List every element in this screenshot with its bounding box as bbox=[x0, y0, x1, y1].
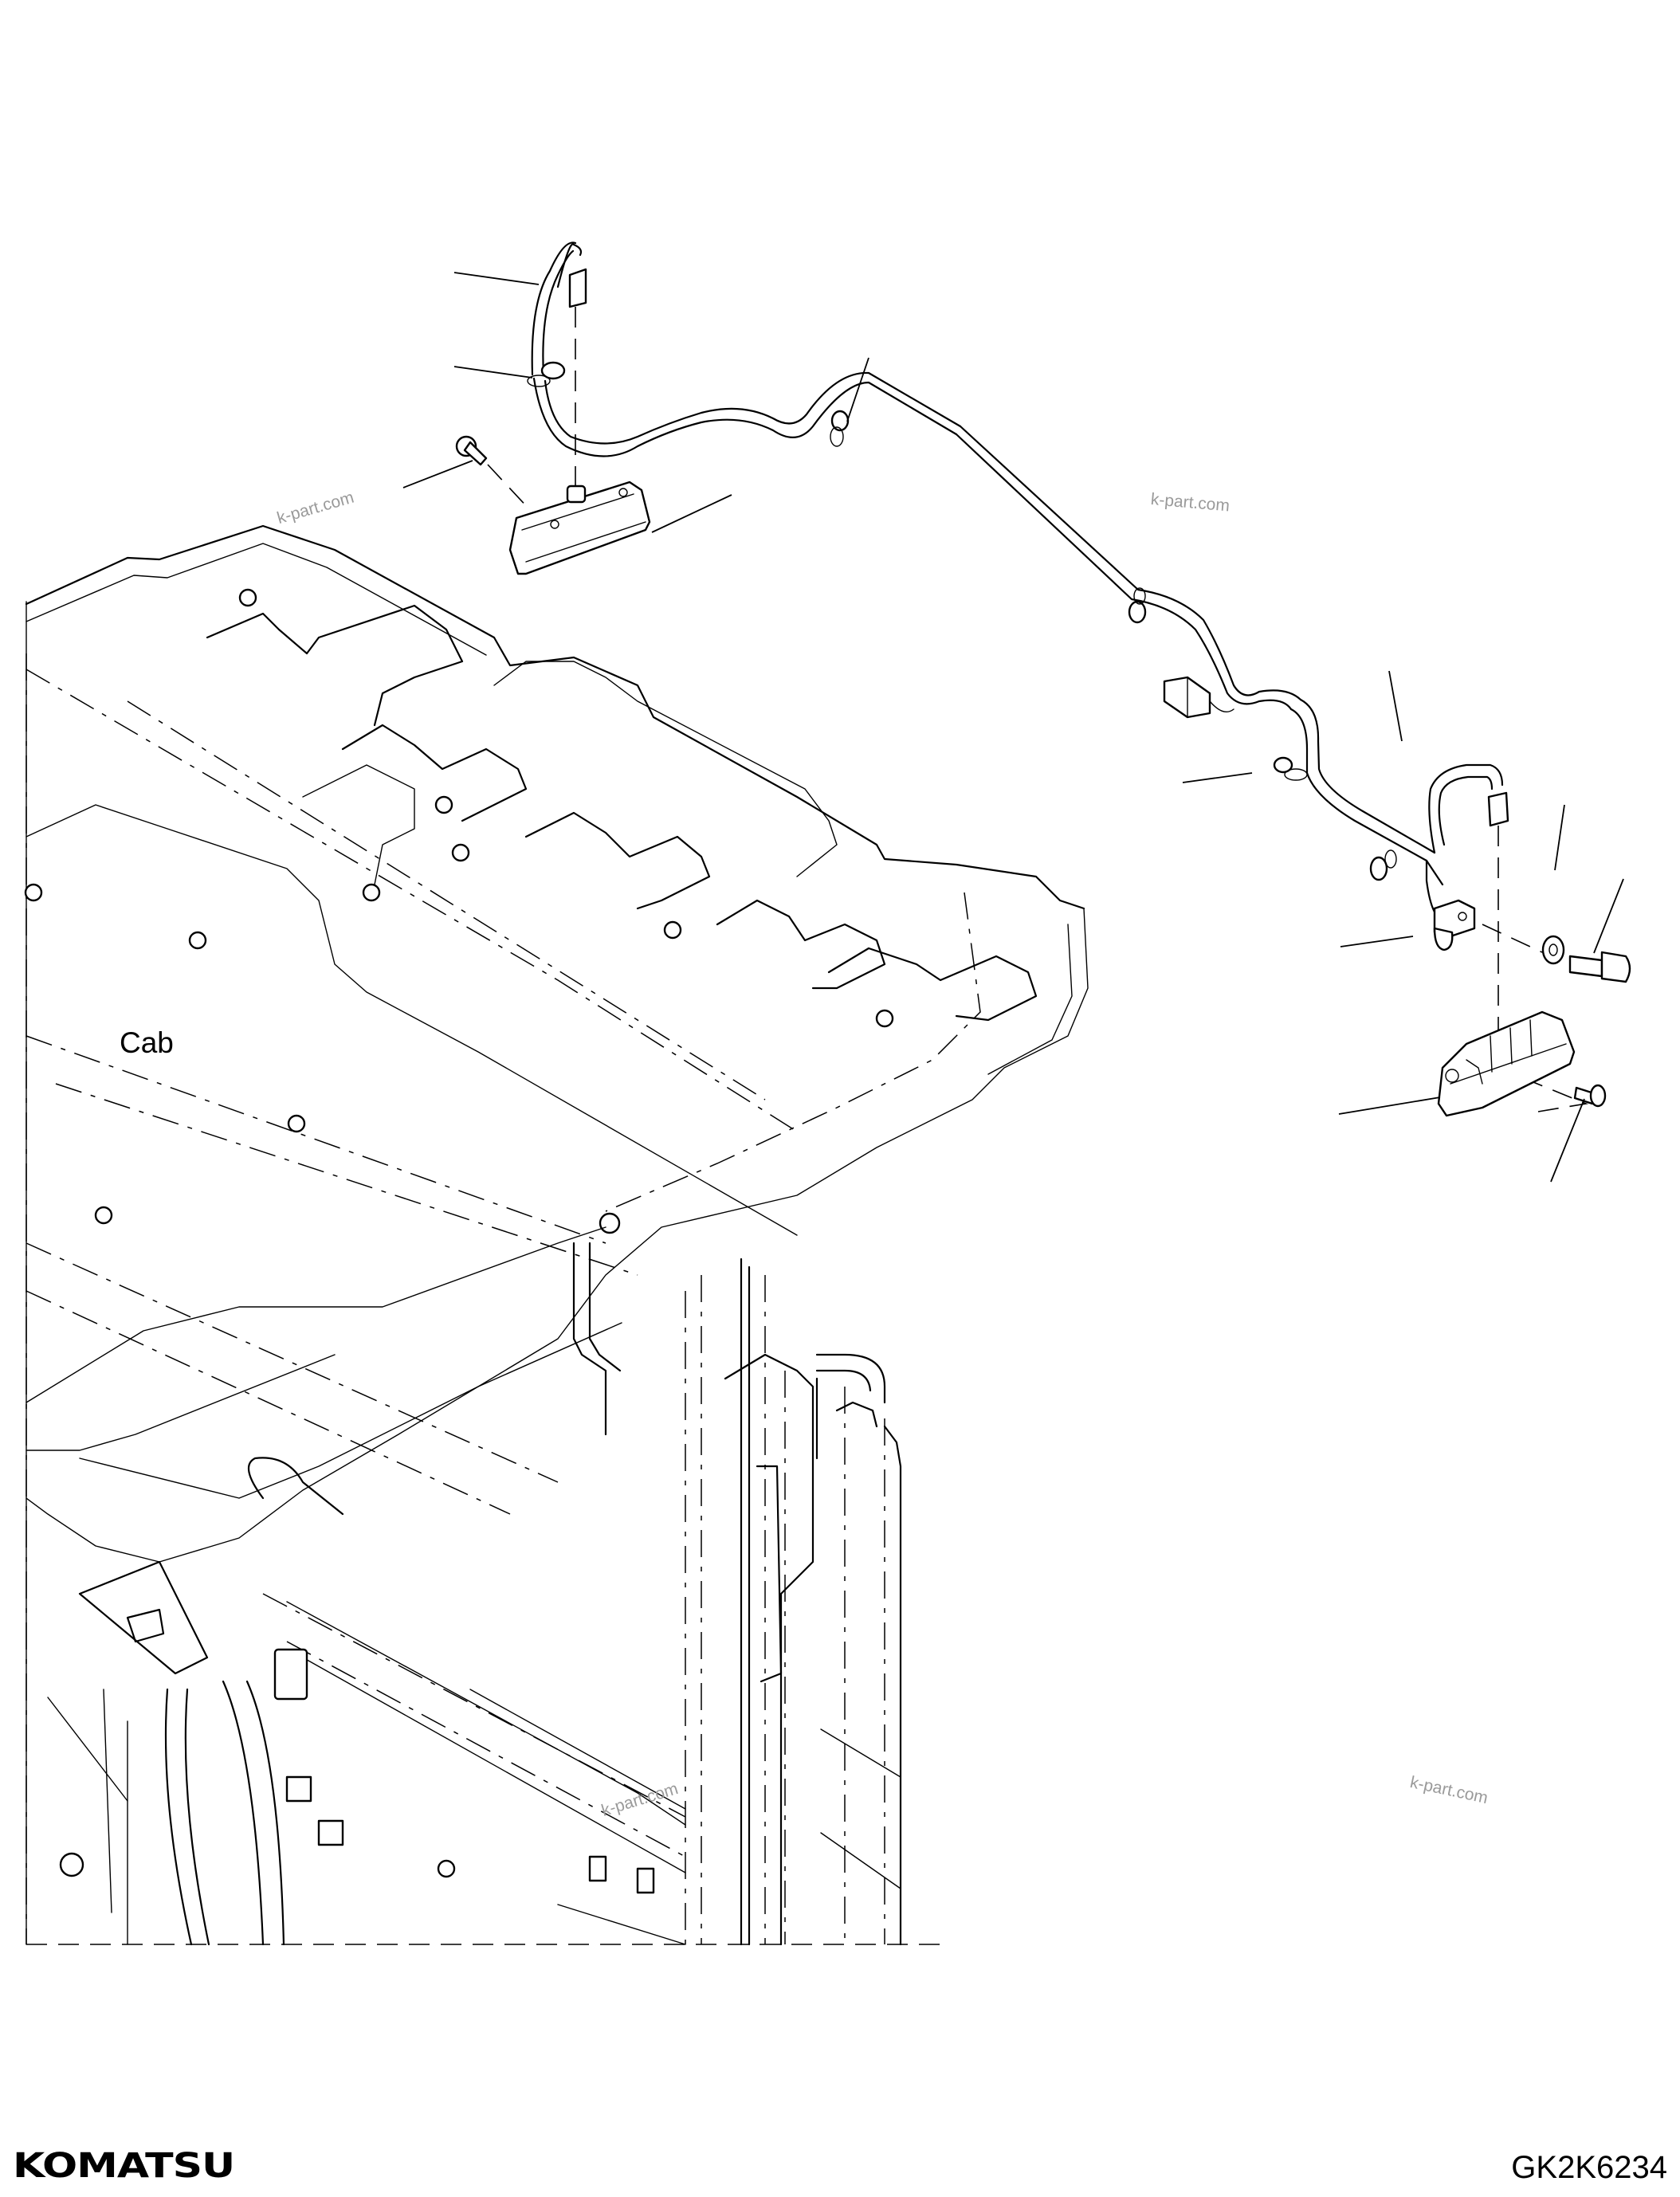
leader-lamp-left bbox=[651, 494, 732, 533]
drawing-number: GK2K6234 bbox=[1511, 2150, 1667, 2185]
leader-clip-upper bbox=[846, 357, 869, 422]
leader-bolt-right bbox=[1593, 878, 1624, 954]
brand-logo-text: KOMATSU bbox=[13, 2146, 235, 2186]
cab-pillars bbox=[685, 1257, 902, 1946]
left-lamp-assembly bbox=[455, 241, 962, 575]
right-lamp-assembly bbox=[1425, 763, 1631, 1117]
cab-roof-structure bbox=[24, 524, 1089, 1946]
leader-screw-right bbox=[1550, 1098, 1585, 1183]
leader-clip-left bbox=[453, 366, 533, 379]
leader-ground-terminal bbox=[1340, 936, 1414, 947]
leader-lamp-right bbox=[1338, 1097, 1441, 1115]
leader-bolt-left bbox=[402, 460, 473, 488]
roof-ridge-plates bbox=[206, 604, 1038, 1022]
brand-logo: KOMATSU bbox=[13, 2142, 235, 2190]
main-harness bbox=[830, 410, 1444, 886]
leader-clip-mid bbox=[1182, 772, 1253, 783]
assembly-label-cab: Cab bbox=[120, 1026, 174, 1059]
leader-harness-right bbox=[1388, 670, 1403, 742]
leader-lines bbox=[402, 272, 1624, 1183]
lower-frame bbox=[47, 1560, 901, 1946]
leader-washer bbox=[1554, 804, 1565, 871]
leader-harness-left bbox=[453, 272, 540, 285]
roof-nuts bbox=[24, 588, 894, 1234]
